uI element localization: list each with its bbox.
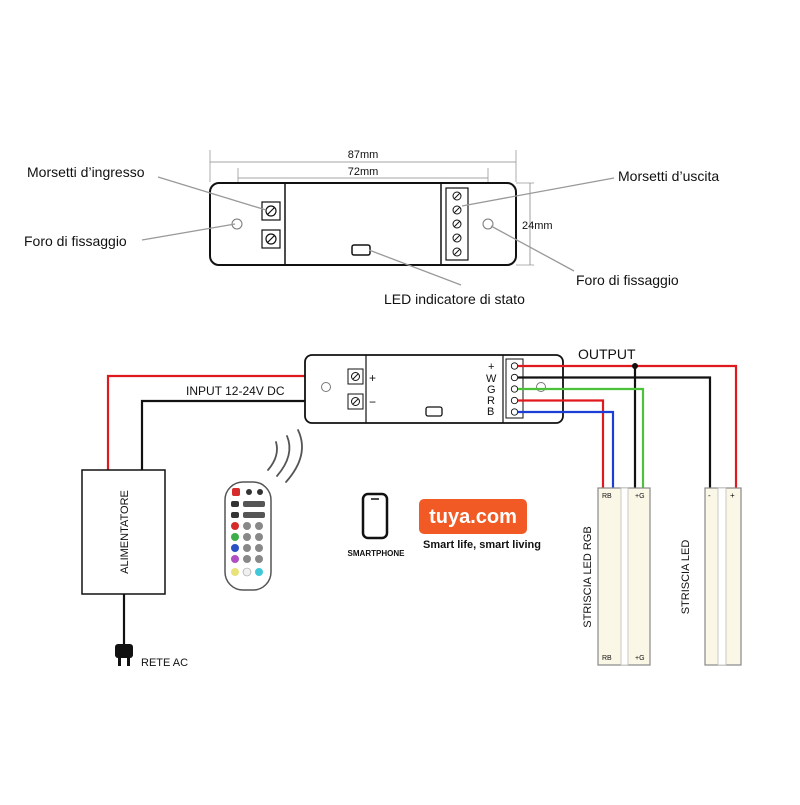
led-pad-minus: -	[708, 491, 711, 500]
label-led-strip: STRISCIA LED	[680, 540, 692, 615]
led-strip: - +	[704, 487, 742, 666]
label-input-voltage: INPUT 12-24V DC	[186, 384, 285, 398]
label-rgb-strip: STRISCIA LED RGB	[582, 526, 594, 627]
mains-plug-icon	[115, 644, 133, 666]
led-pad-plus: +	[730, 491, 735, 500]
wiring-section: INPUT 12-24V DC + − +	[81, 346, 742, 669]
label-mount-hole-right: Foro di fissaggio	[576, 272, 679, 288]
label-output-w: W	[486, 373, 497, 385]
wire-supply-negative	[140, 399, 350, 470]
tuya-logo: tuya.com	[419, 499, 527, 534]
tuya-logo-badge	[419, 499, 527, 534]
label-power-supply: ALIMENTATORE	[119, 490, 131, 574]
input-terminal-block-top	[261, 201, 281, 249]
wire-output-b	[518, 410, 615, 488]
output-terminal-block	[505, 358, 524, 419]
label-output-terminals: Morsetti d’uscita	[618, 168, 719, 184]
tuya-slogan: Smart life, smart living	[423, 539, 541, 551]
label-smartphone: SMARTPHONE	[348, 549, 406, 558]
dimension-24mm: 24mm	[522, 220, 553, 232]
rgb-pads-bottom-right: +G	[635, 655, 645, 662]
label-status-led: LED indicatore di stato	[384, 291, 525, 307]
status-led-wiring	[425, 406, 443, 417]
wire-output-positive	[518, 364, 738, 488]
rgb-pads-top-left: RB	[602, 493, 612, 500]
mount-hole-right	[482, 218, 494, 230]
rgb-led-strip: RB +G RB +G	[597, 487, 651, 666]
remote-control-icon	[224, 429, 303, 591]
input-terminal-block	[347, 368, 364, 410]
label-output: OUTPUT	[578, 346, 636, 362]
status-led-top	[351, 244, 371, 256]
label-output-plus: +	[488, 361, 494, 373]
smartphone-icon	[361, 492, 389, 540]
rgb-pads-bottom-left: RB	[602, 655, 612, 662]
power-supply	[81, 469, 166, 595]
label-output-r: R	[487, 395, 495, 407]
wire-output-g	[518, 387, 645, 488]
label-input-terminals: Morsetti d’ingresso	[27, 164, 145, 180]
tuya-logo-text: tuya.com	[429, 506, 517, 528]
controller-body-top	[209, 182, 517, 266]
dimension-87mm: 87mm	[348, 149, 379, 161]
label-mains: RETE AC	[141, 657, 188, 669]
label-input-plus: +	[369, 371, 376, 385]
wire-output-r	[518, 399, 605, 488]
controller-dimension-drawing: 87mm 72mm 24mm	[24, 149, 719, 307]
dimension-72mm: 72mm	[348, 166, 379, 178]
wire-junction	[632, 363, 638, 369]
rgb-pads-top-right: +G	[635, 493, 645, 500]
label-output-g: G	[487, 384, 496, 396]
wireless-signal-icon	[267, 429, 303, 483]
label-input-minus: −	[369, 395, 376, 409]
wire-supply-positive	[106, 374, 350, 470]
wire-output-w	[518, 376, 712, 488]
label-mount-hole-left: Foro di fissaggio	[24, 233, 127, 249]
label-output-b: B	[487, 406, 494, 418]
output-terminal-block-top	[445, 187, 469, 261]
